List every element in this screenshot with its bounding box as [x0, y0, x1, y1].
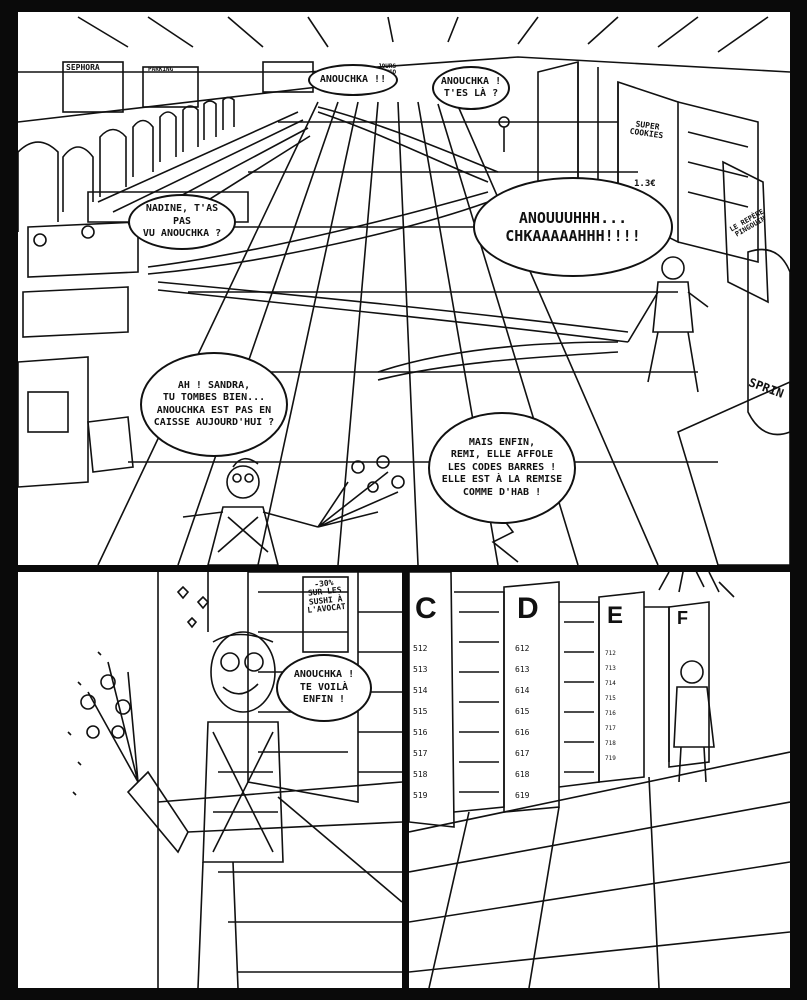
- shelf-number: 713: [605, 665, 616, 672]
- aisle-c-numbers: 512 513 514 515 516 517 518 519: [413, 644, 427, 800]
- panel-supermarket-search: SEPHORA PARKING JOURS DINGO SUPER COOKIE…: [18, 12, 790, 565]
- shelf-number: 613: [515, 665, 530, 674]
- shelf-number: 617: [515, 749, 530, 758]
- aisle-letter-c: C: [415, 592, 437, 625]
- shelf-number: 519: [413, 791, 428, 800]
- aisle-e-numbers: 712 713 714 715 716 717 718 719: [605, 650, 616, 762]
- shelf-number: 718: [605, 740, 616, 747]
- shelf-number: 514: [413, 686, 428, 695]
- speech-bubble-remise: MAIS ENFIN, REMI, ELLE AFFOLE LES CODES …: [428, 412, 576, 524]
- aisle-d-numbers: 612 613 614 615 616 617 618 619: [515, 644, 529, 800]
- speech-bubble-shout: ANOUUUHHH... CHKAAAAAHHH!!!!: [473, 177, 673, 277]
- parking-sign: PARKING: [148, 66, 174, 73]
- shelf-number: 515: [413, 707, 428, 716]
- shelf-number: 517: [413, 749, 428, 758]
- shelf-number: 616: [515, 728, 530, 737]
- shelf-number: 615: [515, 707, 530, 716]
- shelf-number: 716: [605, 710, 616, 717]
- shelf-number: 719: [605, 755, 616, 762]
- panel-top-drawing: [18, 16, 790, 565]
- panel-remi-flowers: -30% SUR LES SUSHI À L'AVOCAT ANOUCHKA !…: [18, 572, 402, 988]
- panel-bottom-right-drawing: [409, 572, 790, 988]
- speech-bubble-anouchka-call: ANOUCHKA !!: [308, 64, 398, 96]
- speech-bubble-nadine: NADINE, T'AS PAS VU ANOUCHKA ?: [128, 194, 236, 250]
- shelf-number: 518: [413, 770, 428, 779]
- shelf-number: 715: [605, 695, 616, 702]
- shelf-number: 614: [515, 686, 530, 695]
- panel-bottom-left-drawing: [67, 572, 402, 988]
- panel-warehouse-aisles: C 512 513 514 515 516 517 518 519 D 612 …: [409, 572, 790, 988]
- aisle-letter-d: D: [517, 592, 539, 625]
- speech-bubble-sandra-question: AH ! SANDRA, TU TOMBES BIEN... ANOUCHKA …: [140, 352, 288, 457]
- shelf-number: 512: [413, 644, 428, 653]
- aisle-letter-f: F: [677, 608, 688, 628]
- shelf-number: 513: [413, 665, 428, 674]
- shelf-number: 516: [413, 728, 428, 737]
- shelf-number: 712: [605, 650, 616, 657]
- shelf-number: 619: [515, 791, 530, 800]
- shelf-number: 618: [515, 770, 530, 779]
- shelf-number: 717: [605, 725, 616, 732]
- shelf-number: 714: [605, 680, 616, 687]
- speech-bubble-te-voila: ANOUCHKA ! TE VOILÀ ENFIN !: [276, 654, 372, 722]
- shelf-number: 612: [515, 644, 530, 653]
- price-sign: 1.3€: [634, 179, 656, 189]
- aisle-letter-e: E: [607, 602, 624, 629]
- sushi-promo-sign: -30% SUR LES SUSHI À L'AVOCAT: [306, 578, 347, 616]
- speech-bubble-tes-la: ANOUCHKA ! T'ES LÀ ?: [432, 66, 510, 110]
- sephora-sign: SEPHORA: [66, 63, 100, 72]
